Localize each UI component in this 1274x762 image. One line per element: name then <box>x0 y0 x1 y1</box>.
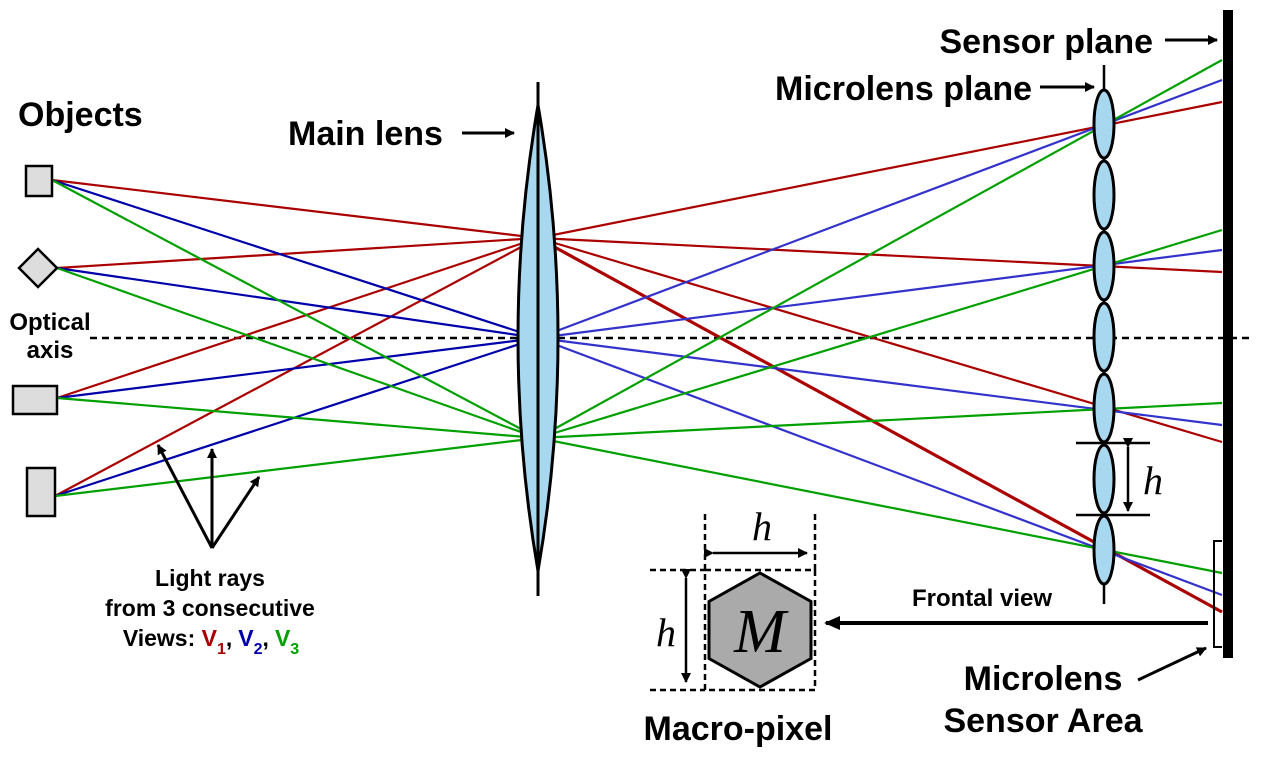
ray-v3 <box>537 228 1223 440</box>
ray-v3 <box>54 436 539 498</box>
macro-pixel-symbol: M <box>733 598 789 666</box>
view3-label: V <box>275 625 291 651</box>
rays-object-to-lens <box>51 178 539 498</box>
views-prefix: Views: <box>123 625 202 651</box>
microlens <box>1092 159 1116 231</box>
label-arrows <box>156 35 1218 682</box>
optical-axis-label-2: axis <box>27 337 74 364</box>
microlens-plane-label: Microlens plane <box>775 70 1032 108</box>
microlens-array <box>1092 65 1116 604</box>
object-wide-rect <box>11 384 59 416</box>
macro-pixel-width-label: h <box>752 504 772 549</box>
ray-v3 <box>537 401 1223 440</box>
ray-v2 <box>56 266 539 340</box>
macro-pixel-hexagon <box>707 571 813 689</box>
ray-v2 <box>51 178 539 340</box>
sensor-plane-label: Sensor plane <box>939 23 1153 61</box>
ray-v1 <box>537 236 1223 274</box>
ray-v2 <box>56 336 539 400</box>
ray-v1 <box>56 236 539 270</box>
macro-pixel <box>650 514 817 692</box>
ray-v1 <box>51 178 539 240</box>
microlens <box>1092 301 1116 373</box>
ray-v1 <box>54 237 539 497</box>
object-tall-rect <box>25 466 57 518</box>
light-rays-label-1: Light rays <box>155 565 265 591</box>
microlens-sensor-label-1: Microlens <box>964 660 1123 698</box>
comma-1: , <box>226 625 232 651</box>
objects-group <box>11 164 59 518</box>
microlens <box>1092 372 1116 444</box>
object-diamond <box>17 247 59 289</box>
view3-subscript: 3 <box>290 641 299 658</box>
view2-label: V <box>238 625 254 651</box>
ray-v3 <box>56 396 539 440</box>
objects-label: Objects <box>18 96 143 134</box>
ray-v3 <box>51 179 539 439</box>
main-lens <box>516 82 560 596</box>
microlens <box>1092 514 1116 586</box>
comma-2: , <box>263 625 269 651</box>
object-square <box>24 164 54 198</box>
views-legend: Views: V1,V2,V3 <box>123 625 299 658</box>
frontal-view-label: Frontal view <box>912 585 1052 612</box>
microlens-h-label: h <box>1143 458 1163 503</box>
microlens-sensor-label-2: Sensor Area <box>943 702 1143 740</box>
macro-pixel-bounds <box>703 568 817 692</box>
light-ray-arrow <box>156 444 214 549</box>
ray-v3 <box>56 266 539 440</box>
microlens-height-marker <box>1076 438 1150 517</box>
ray-v1 <box>56 236 539 400</box>
macro-pixel-height-label: h <box>656 610 676 655</box>
ray-v2 <box>537 336 1223 597</box>
light-rays-label-2: from 3 consecutive <box>105 595 315 621</box>
view1-label: V <box>202 625 218 651</box>
microlens <box>1092 443 1116 515</box>
macro-pixel-label: Macro-pixel <box>644 710 833 748</box>
light-ray-arrow <box>210 476 261 549</box>
view1-subscript: 1 <box>217 641 226 658</box>
optical-axis-label-1: Optical <box>9 309 90 336</box>
ray-v1 <box>537 100 1223 240</box>
microlens-sensor-area-bracket <box>1213 540 1222 648</box>
microlens-sensor-arrow <box>1137 646 1207 682</box>
microlens <box>1092 230 1116 302</box>
microlens <box>1092 88 1116 160</box>
main-lens-label: Main lens <box>288 115 443 153</box>
view2-subscript: 2 <box>254 641 263 658</box>
ray-v2 <box>537 78 1223 340</box>
rays-lens-to-sensor <box>537 59 1223 614</box>
ray-v3 <box>537 436 1223 575</box>
